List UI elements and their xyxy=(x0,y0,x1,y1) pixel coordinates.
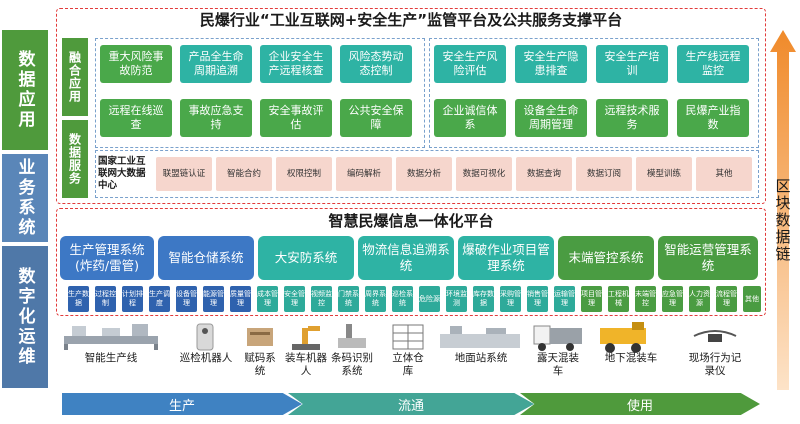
system-production-mgmt: 生产管理系统(炸药/雷管) xyxy=(60,236,154,280)
service-chain-auth: 联盟链认证 xyxy=(156,157,212,191)
tile-public-safety: 公共安全保障 xyxy=(340,99,412,137)
inspection-robot-image xyxy=(196,323,214,351)
tile-equipment-lifecycle: 设备全生命周期管理 xyxy=(515,99,587,137)
regulatory-platform-frame xyxy=(56,8,766,204)
flow-usage: 使用 xyxy=(520,393,760,415)
service-data-query: 数据查询 xyxy=(516,157,572,191)
coding-system-image xyxy=(247,328,273,346)
info-platform-title: 智慧民爆信息一体化平台 xyxy=(328,212,494,230)
system-blasting-project: 爆破作业项目管理系统 xyxy=(458,236,554,280)
tile-hazard-inspection: 安全生产隐患排查 xyxy=(515,45,587,83)
module-item: 销售管理 xyxy=(527,286,548,312)
service-smart-contract: 智能合约 xyxy=(216,157,272,191)
module-item: 末端管控 xyxy=(635,286,656,312)
service-permission: 权限控制 xyxy=(276,157,332,191)
module-item: 视频监控 xyxy=(311,286,332,312)
loading-robot-image xyxy=(292,326,320,350)
device-label: 巡检机器人 xyxy=(179,352,233,364)
module-item: 运输管理 xyxy=(554,286,575,312)
tile-major-risk-prevention: 重大风险事故防范 xyxy=(100,45,172,83)
blockchain-arrow xyxy=(770,30,796,390)
data-service-label: 数据服务 xyxy=(62,120,88,198)
tile-safety-training: 安全生产培训 xyxy=(596,45,668,83)
info-platform-frame xyxy=(56,208,766,316)
module-item: 采购管理 xyxy=(500,286,521,312)
module-item: 成本管理 xyxy=(257,286,278,312)
module-item: 环境监测 xyxy=(446,286,467,312)
data-service-frame xyxy=(95,150,759,198)
module-item: 其他 xyxy=(743,286,761,312)
behavior-recorder-image xyxy=(693,330,737,342)
module-item: 计划排程 xyxy=(122,286,143,312)
service-code-resolve: 编码解析 xyxy=(336,157,392,191)
device-label: 地下混装车 xyxy=(604,352,658,364)
device-label: 露天混装车 xyxy=(537,352,579,377)
device-label: 现场行为记录仪 xyxy=(688,352,742,377)
layer-label-data-application: 数据应用 xyxy=(2,30,48,150)
tile-remote-tech-service: 远程技术服务 xyxy=(596,99,668,137)
fusion-right-frame xyxy=(429,38,759,148)
tile-product-lifecycle-trace: 产品全生命周期追溯 xyxy=(180,45,252,83)
system-logistics-trace: 物流信息追溯系统 xyxy=(358,236,454,280)
fusion-left-frame xyxy=(95,38,425,148)
tile-line-remote-monitor: 生产线远程监控 xyxy=(677,45,749,83)
module-item: 危险源 xyxy=(419,286,440,312)
module-item: 库存数据 xyxy=(473,286,494,312)
flow-circulation: 流通 xyxy=(288,393,534,415)
fusion-application-label: 融合应用 xyxy=(62,38,88,116)
tile-industry-index: 民爆产业指数 xyxy=(677,99,749,137)
open-pit-truck-image xyxy=(533,325,582,351)
module-item: 能源管理 xyxy=(203,286,224,312)
ground-station-image xyxy=(440,326,520,348)
device-label: 赋码系统 xyxy=(244,352,276,377)
module-item: 质量管理 xyxy=(230,286,251,312)
data-center-label: 国家工业互联网大数据中心 xyxy=(98,156,146,191)
module-item: 门禁系统 xyxy=(338,286,359,312)
device-label: 立体仓库 xyxy=(392,352,424,377)
module-item: 周界系统 xyxy=(365,286,386,312)
tile-accident-emergency: 事故应急支持 xyxy=(180,99,252,137)
service-model-training: 模型训练 xyxy=(636,157,692,191)
service-visualization: 数据可视化 xyxy=(456,157,512,191)
production-line-image xyxy=(64,324,158,350)
stereo-warehouse-image xyxy=(392,324,424,350)
layer-label-digital-ops: 数字化运维 xyxy=(2,246,48,388)
module-item: 人力资源 xyxy=(689,286,710,312)
service-other: 其他 xyxy=(696,157,752,191)
tile-safety-risk-assessment: 安全生产风险评估 xyxy=(434,45,506,83)
tile-accident-assessment: 安全事故评估 xyxy=(260,99,332,137)
module-item: 项目管理 xyxy=(581,286,602,312)
system-smart-warehouse: 智能仓储系统 xyxy=(158,236,254,280)
device-label: 装车机器人 xyxy=(285,352,327,377)
module-item: 工程机械 xyxy=(608,286,629,312)
device-label: 智能生产线 xyxy=(84,352,138,364)
module-item: 生产数据 xyxy=(68,286,89,312)
service-data-analysis: 数据分析 xyxy=(396,157,452,191)
tile-remote-online-patrol: 远程在线巡查 xyxy=(100,99,172,137)
module-item: 过程控制 xyxy=(95,286,116,312)
barcode-system-image xyxy=(338,324,366,348)
module-item: 应急管理 xyxy=(662,286,683,312)
tile-remote-safety-check: 企业安全生产远程核查 xyxy=(260,45,332,83)
system-security: 大安防系统 xyxy=(258,236,354,280)
service-data-subscribe: 数据订阅 xyxy=(576,157,632,191)
module-item: 生产调度 xyxy=(149,286,170,312)
blockchain-label: 区块数据链 xyxy=(773,177,792,263)
system-smart-operation: 智能运营管理系统 xyxy=(658,236,758,280)
module-item: 巡检系统 xyxy=(392,286,413,312)
module-item: 设备管理 xyxy=(176,286,197,312)
device-label: 地面站系统 xyxy=(454,352,508,364)
system-terminal-control: 末端管控系统 xyxy=(558,236,654,280)
regulatory-platform-title: 民爆行业“工业互联网+安全生产”监管平台及公共服务支撑平台 xyxy=(199,11,623,29)
module-item: 安全管理 xyxy=(284,286,305,312)
flow-production: 生产 xyxy=(62,393,302,415)
tile-enterprise-credit: 企业诚信体系 xyxy=(434,99,506,137)
underground-truck-image xyxy=(600,322,646,353)
module-item: 流程管理 xyxy=(716,286,737,312)
tile-risk-dynamic-control: 风险态势动态控制 xyxy=(340,45,412,83)
layer-label-business-systems: 业务系统 xyxy=(2,154,48,242)
device-label: 条码识别系统 xyxy=(331,352,373,377)
